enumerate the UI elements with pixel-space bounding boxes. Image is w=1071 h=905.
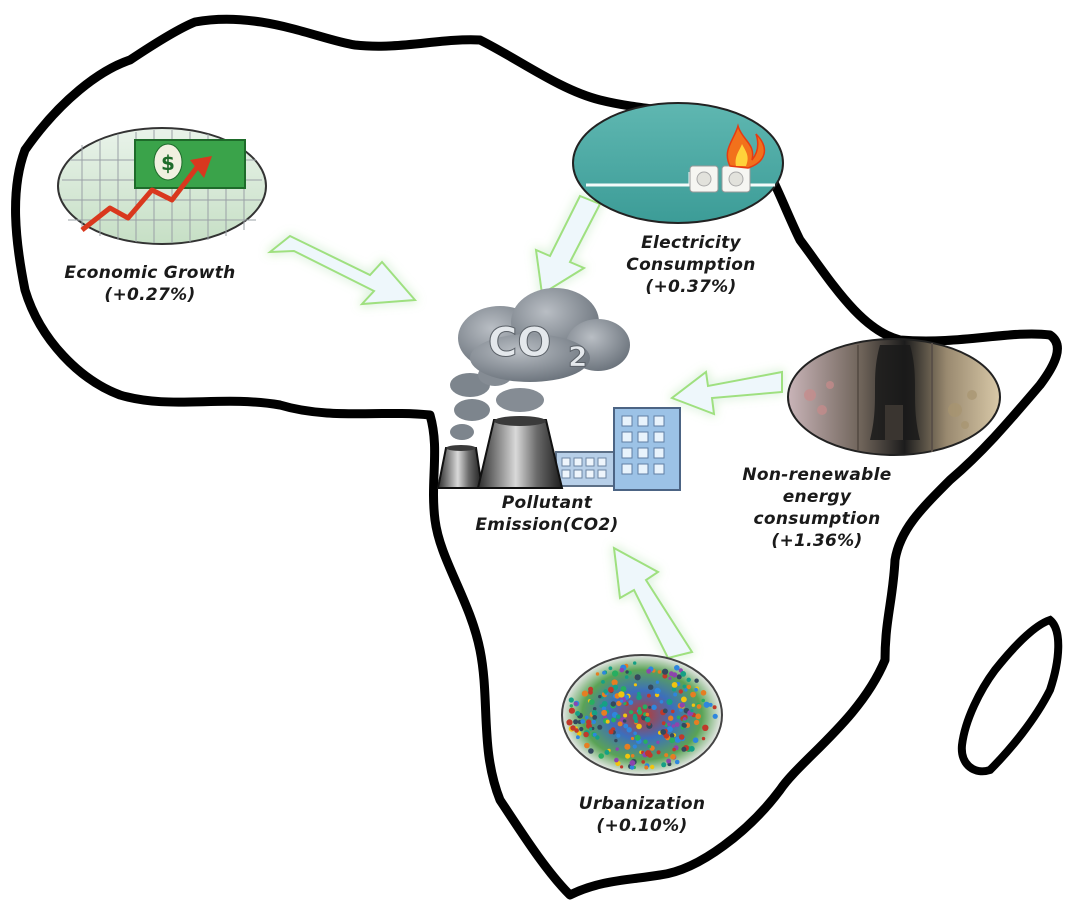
crowd-icon xyxy=(561,654,723,776)
non-renewable-energy-title-1: Non-renewable xyxy=(742,465,892,485)
arrow-economic-to-emission xyxy=(266,234,418,306)
urbanization-value: (+0.10%) xyxy=(596,816,688,836)
non-renewable-energy-value: (+1.36%) xyxy=(771,531,863,551)
electricity-consumption-title-1: Electricity xyxy=(641,233,741,253)
emission-factory-icon: CO 2 xyxy=(436,288,681,491)
madagascar-outline xyxy=(957,615,1063,776)
pollutant-emission-title-2: Emission(CO2) xyxy=(475,515,619,535)
burning-socket-icon xyxy=(572,102,784,224)
co2-cloud-text: CO xyxy=(488,320,551,366)
economic-growth-label: Economic Growth (+0.27%) xyxy=(30,262,270,306)
arrow-urbanization-to-emission xyxy=(612,546,694,660)
svg-text:$: $ xyxy=(161,151,175,175)
electricity-consumption-value: (+0.37%) xyxy=(645,277,737,297)
co2-cloud-subscript: 2 xyxy=(568,340,587,373)
pollution-smoke-icon xyxy=(787,338,1001,456)
electricity-consumption-title-2: Consumption xyxy=(626,255,756,275)
arrow-nonrenewable-to-emission xyxy=(669,370,783,416)
arrow-electricity-to-emission xyxy=(534,194,602,296)
pollutant-emission-label: Pollutant Emission(CO2) xyxy=(462,492,632,536)
co2-cloud-icon xyxy=(458,288,630,382)
non-renewable-energy-title-3: consumption xyxy=(753,509,881,529)
pollutant-emission-title-1: Pollutant xyxy=(501,493,593,513)
money-growth-chart-icon: $ xyxy=(57,127,267,245)
electricity-consumption-label: Electricity Consumption (+0.37%) xyxy=(596,232,786,298)
urbanization-title: Urbanization xyxy=(578,794,706,814)
non-renewable-energy-label: Non-renewable energy consumption (+1.36%… xyxy=(712,464,922,552)
economic-growth-value: (+0.27%) xyxy=(104,285,196,305)
non-renewable-energy-title-2: energy xyxy=(782,487,852,507)
urbanization-label: Urbanization (+0.10%) xyxy=(562,793,722,837)
economic-growth-title: Economic Growth xyxy=(64,263,236,283)
